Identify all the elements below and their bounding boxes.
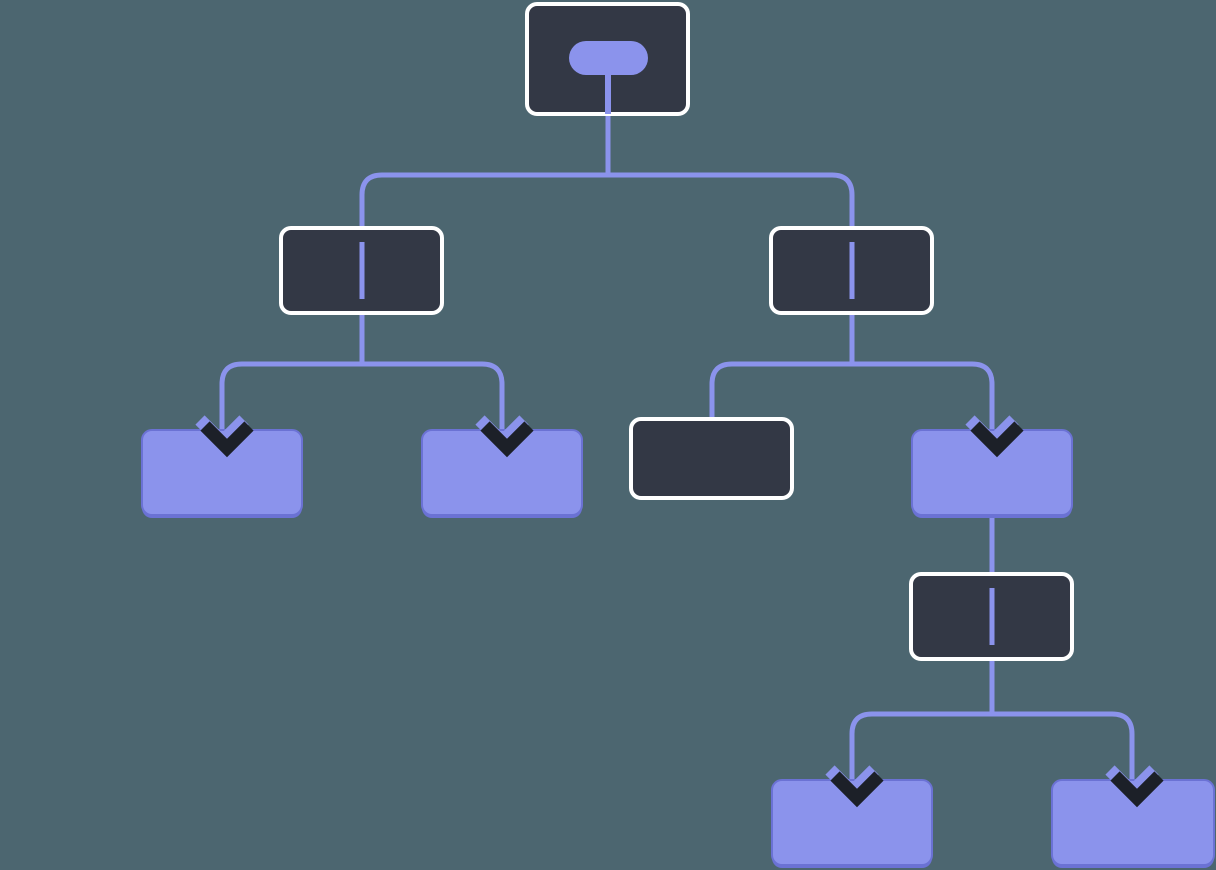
branch-purple-node[interactable] <box>911 429 1073 518</box>
root-node[interactable] <box>525 2 690 116</box>
leaf-node-a[interactable] <box>141 429 303 518</box>
leaf-node-c[interactable] <box>771 779 933 868</box>
leaf-node-a-surface <box>141 429 303 516</box>
leaf-node-b-surface <box>421 429 583 516</box>
branch-purple-node-surface <box>911 429 1073 516</box>
edge-level3-to-leaf-c-arrowhead <box>830 771 884 808</box>
leaf-node-c-surface <box>771 779 933 866</box>
edge-level1-left-to-leaf-a[interactable] <box>219 361 362 436</box>
edge-level1-left-to-leaf-b[interactable] <box>362 361 505 436</box>
node-layer <box>141 2 1215 868</box>
edge-level3-to-leaf-c[interactable] <box>849 711 992 786</box>
edge-layer <box>219 110 1135 786</box>
leaf-node-d-surface <box>1051 779 1215 866</box>
edge-level3-to-leaf-d-arrowhead <box>1110 771 1164 808</box>
edge-root-to-level1-left[interactable] <box>359 172 608 232</box>
edge-level1-right-to-branch-node-arrowhead <box>970 421 1024 458</box>
through-line-layer <box>359 242 995 645</box>
arrowhead-layer <box>195 415 1164 808</box>
edge-level1-right-to-collapsed-node[interactable] <box>709 361 852 419</box>
collapsed-dark-node[interactable] <box>629 417 794 500</box>
edge-level1-left-to-leaf-b-arrowhead <box>480 421 534 458</box>
leaf-node-b[interactable] <box>421 429 583 518</box>
root-node-pill-stem <box>605 64 611 114</box>
edge-root-to-level1-right[interactable] <box>608 172 855 232</box>
leaf-node-d[interactable] <box>1051 779 1215 868</box>
root-node-collapsed-pill <box>569 41 648 75</box>
edge-level1-left-to-leaf-a-arrowhead <box>200 421 254 458</box>
edge-level1-right-to-branch-node[interactable] <box>852 361 995 436</box>
collapsed-dark-node-surface <box>629 417 794 500</box>
edge-level3-to-leaf-d[interactable] <box>992 711 1135 786</box>
